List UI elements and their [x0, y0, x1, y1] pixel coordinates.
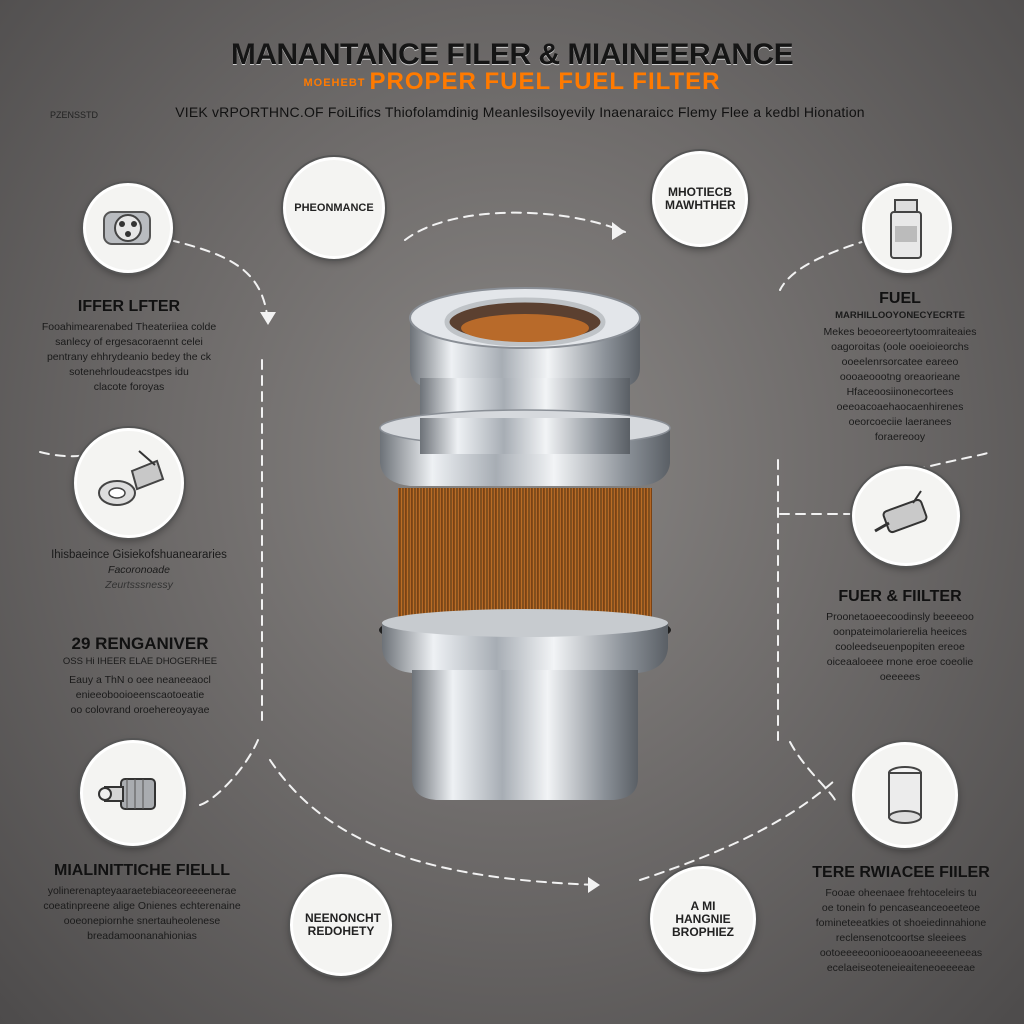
text-line: clacote foroyas: [93, 381, 165, 393]
section-left-4-body: yolinerenapteyaaraetebiaceoreeeenerae co…: [22, 884, 262, 944]
text-line: reclensenotcoortse sleeiees: [835, 932, 967, 944]
section-left-4-heading: MIALINITTICHE FIELLL: [54, 862, 230, 879]
connector-left-icon2: [39, 449, 101, 458]
text-line: sotenehrloudeacstpes idu: [69, 366, 189, 378]
nozzle-icon: [80, 740, 186, 846]
section-left-1-heading: IFFER LFTER: [77, 298, 181, 315]
circle-changing: A MI HANGNIE BROPHIEZ: [650, 866, 756, 972]
connector-right-icon2: [899, 451, 991, 475]
text-line: ooeelenrsorcatee eareeo: [841, 356, 959, 368]
circle-maintenance-label: MHOTIECB MAWHTHER: [665, 185, 736, 212]
section-right-2-heading: FUER & FIILTER: [838, 588, 962, 605]
text-line: ootoeeeeooniooeaooaneeeeneeas: [819, 947, 983, 959]
text-line: Hfaceoosiinonecortees: [846, 386, 954, 398]
text-line: Fooahimearenabed Theateriiea colde: [41, 321, 217, 333]
section-right-3: TERE RWIACEE FIILER Fooae oheenaee freht…: [796, 864, 1006, 976]
section-left-3: 29 RENGANIVER OSS Hi IHEER ELAE DHOGERHE…: [30, 634, 250, 718]
circle-changing-label: A MI HANGNIE BROPHIEZ: [671, 898, 734, 939]
nozzle-icon-svg: [98, 778, 156, 810]
fitting-icon: [74, 428, 184, 538]
section-right-3-heading: TERE RWIACEE FIILER: [812, 864, 990, 881]
section-right-2: FUER & FIILTER Proonetaoeecoodinsly beee…: [800, 588, 1000, 685]
text-line: Fooae oheenaee frehtoceleirs tu: [825, 887, 977, 899]
fuel-pump-icon-svg: [890, 199, 922, 259]
fuel-filter-icon: [379, 287, 671, 800]
connector-right-low: [789, 741, 836, 801]
fitting-icon-svg: [98, 450, 165, 506]
text-line: Proonetaoeecoodinsly beeeeoo: [826, 611, 974, 623]
text-line: oeorcoeciie laeranees: [848, 416, 952, 428]
text-line: Mekes beoeoreertytoomraiteaies: [823, 326, 977, 338]
text-line: oonpateimolarierelia heeices: [833, 626, 967, 638]
subtitle-prefix: MOEHEBT: [303, 76, 366, 89]
text-line: foraereooy: [874, 431, 926, 443]
section-right-1-heading: FUEL: [879, 290, 921, 307]
injector-icon: [852, 466, 960, 566]
text-line: ecelaeiseoteneieaiteneoeeeeae: [826, 962, 976, 974]
section-right-3-body: Fooae oheenaee frehtoceleirs tu oe tonei…: [796, 886, 1006, 976]
cartridge-icon-svg: [888, 766, 922, 824]
connector-bottom-right: [639, 779, 836, 881]
text-line: oagoroitas (oole ooeioieorchs: [831, 341, 969, 353]
text-line: Facoronoade: [108, 564, 170, 576]
section-right-1: FUEL MARHILLOOYONECYECRTE Mekes beoeoree…: [800, 290, 1000, 445]
text-line: breadamoonanahionias: [87, 930, 197, 942]
connector-left-bottom: [199, 739, 259, 806]
valve-icon-svg: [103, 211, 151, 245]
text-line: oeeoacoaehaocaenhirenes: [836, 401, 964, 413]
circle-reduction-label: NEENONCHT REDOHETY: [305, 911, 382, 938]
circle-performance: PHEONMANCE: [283, 157, 385, 259]
text-line: oo colovrand oroehereoyayae: [70, 704, 210, 716]
circle-reduction: NEENONCHT REDOHETY: [290, 874, 392, 976]
section-left-3-heading: 29 RENGANIVER: [71, 634, 209, 653]
section-left-2: Ihisbaeince Gisiekofshuaneararies Facoro…: [24, 548, 254, 593]
text-line: pentrany ehhrydeanio bedey the ck: [46, 351, 212, 363]
section-right-2-body: Proonetaoeecoodinsly beeeeoo oonpateimol…: [800, 610, 1000, 685]
text-line: ooeonepiornhe snertauheolenese: [63, 915, 221, 927]
text-line: sanlecy of ergesacoraennt celei: [55, 336, 203, 348]
cartridge-icon: [852, 742, 958, 848]
connector-bottom: [269, 759, 601, 886]
arrow-head-left: [260, 312, 276, 325]
arrow-head-top: [612, 222, 625, 240]
text-line: oeeeees: [879, 671, 921, 683]
text-line: oooaeoootng oreaorieane: [839, 371, 961, 383]
section-right-1-subheading: MARHILLOOYONECYECRTE: [835, 310, 965, 321]
section-left-3-subheading: OSS Hi IHEER ELAE DHOGERHEE: [62, 656, 218, 667]
text-line: fomineteeatkies ot shoeiedinnahione: [815, 917, 987, 929]
text-line: enieeobooioeenscaotoeatie: [75, 689, 205, 701]
connector-right-top: [779, 239, 869, 291]
section-left-3-body: Eauy a ThN o oee neaneeaocl enieeobooioe…: [30, 673, 250, 718]
connector-top: [404, 211, 626, 241]
text-line: cooleedseuenpopiten ereoe: [835, 641, 965, 653]
text-line: yolinerenapteyaaraetebiaceoreeeenerae: [47, 885, 237, 897]
section-left-4: MIALINITTICHE FIELLL yolinerenapteyaarae…: [22, 862, 262, 944]
injector-icon-svg: [874, 490, 928, 534]
connector-left-top: [169, 239, 269, 326]
arrow-head-bottom: [588, 877, 600, 893]
text-line: oiceaaloeee rnone eroe coeolie: [826, 656, 974, 668]
small-tag: PZENSSTD: [50, 110, 99, 120]
valve-icon: [83, 183, 173, 273]
page-title: MANANTANCE FILER & MIAINEERANCE: [230, 38, 794, 71]
text-line: Zeurtsssnessy: [105, 579, 173, 591]
subtitle-main: PROPER FUEL FUEL FILTER: [369, 68, 721, 95]
section-right-1-body: Mekes beoeoreertytoomraiteaies oagoroita…: [800, 325, 1000, 445]
section-left-2-heading: Ihisbaeince Gisiekofshuaneararies: [51, 549, 227, 561]
text-line: Eauy a ThN o oee neaneeaocl: [69, 674, 211, 686]
description-line: VIEK vRPORTHNC.OF FoiLifics Thiofolamdin…: [175, 104, 865, 120]
circle-performance-label: PHEONMANCE: [294, 201, 374, 214]
text-line: oe tonein fo pencaseanceoeeteoe: [821, 902, 981, 914]
section-left-1: IFFER LFTER Fooahimearenabed Theateriiea…: [24, 298, 234, 395]
section-left-1-body: Fooahimearenabed Theateriiea colde sanle…: [24, 320, 234, 395]
circle-maintenance: MHOTIECB MAWHTHER: [652, 151, 748, 247]
text-line: coeatinpreene alige Onienes echterenaine: [43, 900, 241, 912]
fuel-pump-icon: [862, 183, 952, 273]
